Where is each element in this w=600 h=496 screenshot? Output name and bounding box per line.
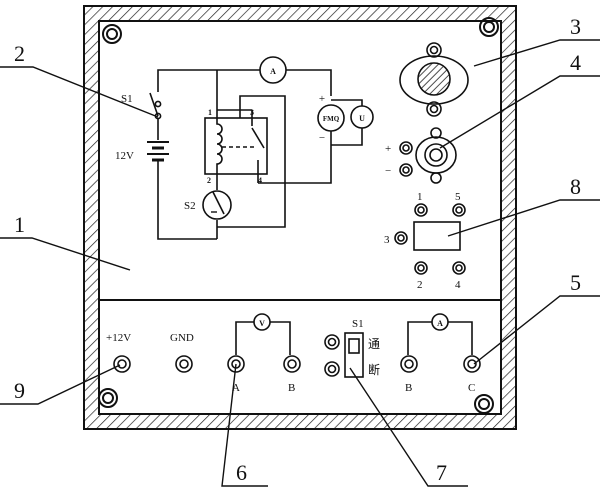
callout-1: 1	[14, 212, 25, 237]
component-8-relay-socket	[394, 203, 466, 275]
voltmeter-label: U	[359, 114, 365, 123]
buzzer-label: FMQ	[323, 115, 340, 123]
voltmeter: U	[350, 105, 374, 129]
component-3-buzzer	[399, 42, 469, 117]
ammeter-terminal-c: C	[468, 382, 475, 394]
power-terminal-label: +12V	[106, 332, 131, 344]
relay-pin-4: 4	[258, 176, 262, 185]
relay-pin-2: 2	[207, 176, 211, 185]
switch-s1-label: S1	[121, 93, 133, 105]
panel-switch-s1	[324, 332, 364, 378]
socket-pin-2: 2	[417, 279, 423, 291]
screw-icon	[479, 17, 499, 37]
terminal-icon	[175, 355, 193, 373]
enclosure-wall	[83, 5, 517, 430]
component-4-lamp	[399, 127, 457, 184]
lamp-plus: +	[385, 143, 391, 155]
socket-pin-1: 1	[417, 191, 423, 203]
lamp-minus: −	[385, 165, 391, 177]
panel-voltmeter	[227, 313, 301, 373]
callout-7: 7	[436, 460, 447, 485]
ammeter-terminal-b: B	[405, 382, 412, 394]
socket-pin-4: 4	[455, 279, 461, 291]
screw-icon	[474, 394, 494, 414]
enclosure	[83, 5, 517, 430]
socket-pin-3: 3	[384, 234, 390, 246]
panel-ammeter	[400, 313, 481, 373]
panel-switch-label: S1	[352, 318, 364, 330]
battery-label: 12V	[115, 150, 134, 162]
switch-s2-label: S2	[184, 200, 196, 212]
screw-icon	[102, 24, 122, 44]
buzzer-minus: −	[319, 132, 325, 144]
relay-pin-3: 3	[250, 108, 254, 117]
relay-pin-1: 1	[208, 108, 212, 117]
terminal-icon	[113, 355, 131, 373]
voltmeter-terminal-b: B	[288, 382, 295, 394]
callout-9: 9	[14, 378, 25, 403]
callout-5: 5	[570, 270, 581, 295]
socket-pin-5: 5	[455, 191, 461, 203]
ammeter: A	[259, 56, 287, 84]
panel-voltmeter-label: V	[259, 319, 265, 328]
gnd-terminal-label: GND	[170, 332, 194, 344]
callout-2: 2	[14, 41, 25, 66]
leader-lines	[0, 39, 600, 487]
ammeter-label: A	[270, 67, 276, 76]
callout-6: 6	[236, 460, 247, 485]
switch-s2	[202, 190, 232, 220]
callout-8: 8	[570, 174, 581, 199]
screw-icon	[98, 388, 118, 408]
schematic-wiring	[147, 69, 363, 240]
callout-3: 3	[570, 14, 581, 39]
corner-screws	[98, 17, 499, 414]
panel-ammeter-label: A	[437, 319, 443, 328]
voltmeter-terminal-a: A	[232, 382, 240, 394]
switch-off-label: 断	[368, 362, 380, 377]
switch-on-label: 通	[368, 337, 380, 351]
buzzer-fmq: FMQ + −	[317, 93, 345, 144]
buzzer-plus: +	[319, 93, 325, 105]
callout-4: 4	[570, 50, 581, 75]
